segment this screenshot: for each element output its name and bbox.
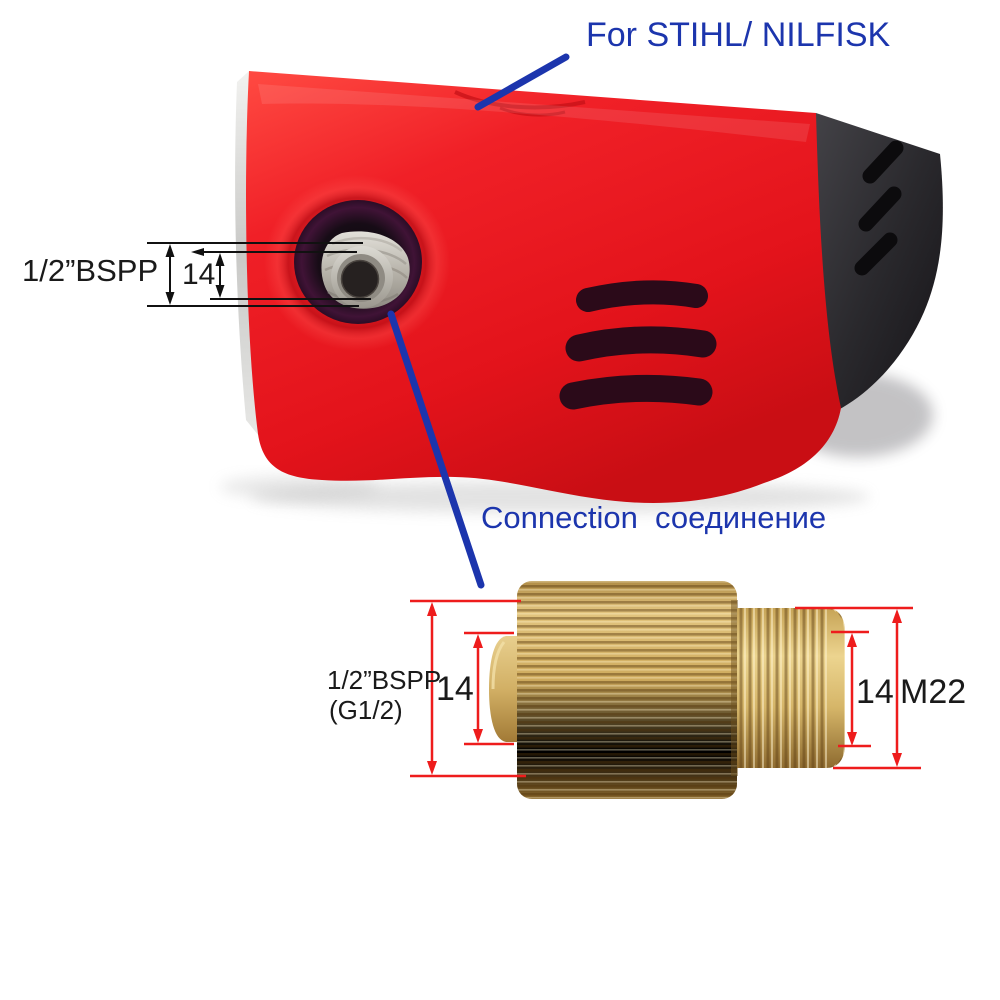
inlet-bore bbox=[341, 260, 379, 298]
face-vent-slot bbox=[565, 326, 717, 362]
adapter-female-port bbox=[489, 636, 522, 742]
adapter-dimension-lines bbox=[410, 599, 921, 778]
inlet-thread-length-label: 14 bbox=[182, 258, 216, 291]
machine-left-edge bbox=[235, 71, 259, 436]
side-vent-slot bbox=[858, 186, 902, 232]
adapter-thread-end-rim bbox=[828, 609, 844, 767]
housing-gloss-lines bbox=[454, 90, 586, 117]
inlet-thread-size-label: 1/2”BSPP bbox=[22, 253, 159, 288]
adapter-male-length-label: 14 bbox=[856, 673, 894, 711]
adapter-female-thread-alt-label: (G1/2) bbox=[329, 695, 403, 725]
connection-label: Connection соединение bbox=[481, 500, 827, 535]
adapter-male-thread-label: M22 bbox=[900, 673, 967, 711]
adapter-illustration bbox=[489, 581, 845, 799]
face-vent-slot bbox=[559, 374, 713, 410]
side-vent-slot bbox=[854, 232, 898, 276]
compatibility-label: For STIHL/ NILFISK bbox=[586, 16, 891, 54]
side-vent-slot bbox=[862, 140, 904, 184]
adapter-female-thread-label: 1/2”BSPP bbox=[327, 665, 442, 695]
leader-line-compatibility bbox=[474, 53, 570, 111]
annotation-leader-lines bbox=[387, 53, 570, 589]
machine-illustration bbox=[220, 71, 943, 513]
housing-top-sheen bbox=[258, 84, 810, 142]
inlet-dimension-lines bbox=[147, 242, 371, 307]
machine-face-vents bbox=[559, 280, 717, 410]
machine-side-vents bbox=[854, 140, 904, 276]
adapter-female-length-label: 14 bbox=[436, 670, 474, 708]
face-vent-slot bbox=[576, 280, 708, 312]
water-inlet bbox=[264, 175, 450, 351]
machine-side-panel bbox=[816, 113, 943, 415]
leader-line-connection bbox=[387, 310, 485, 589]
